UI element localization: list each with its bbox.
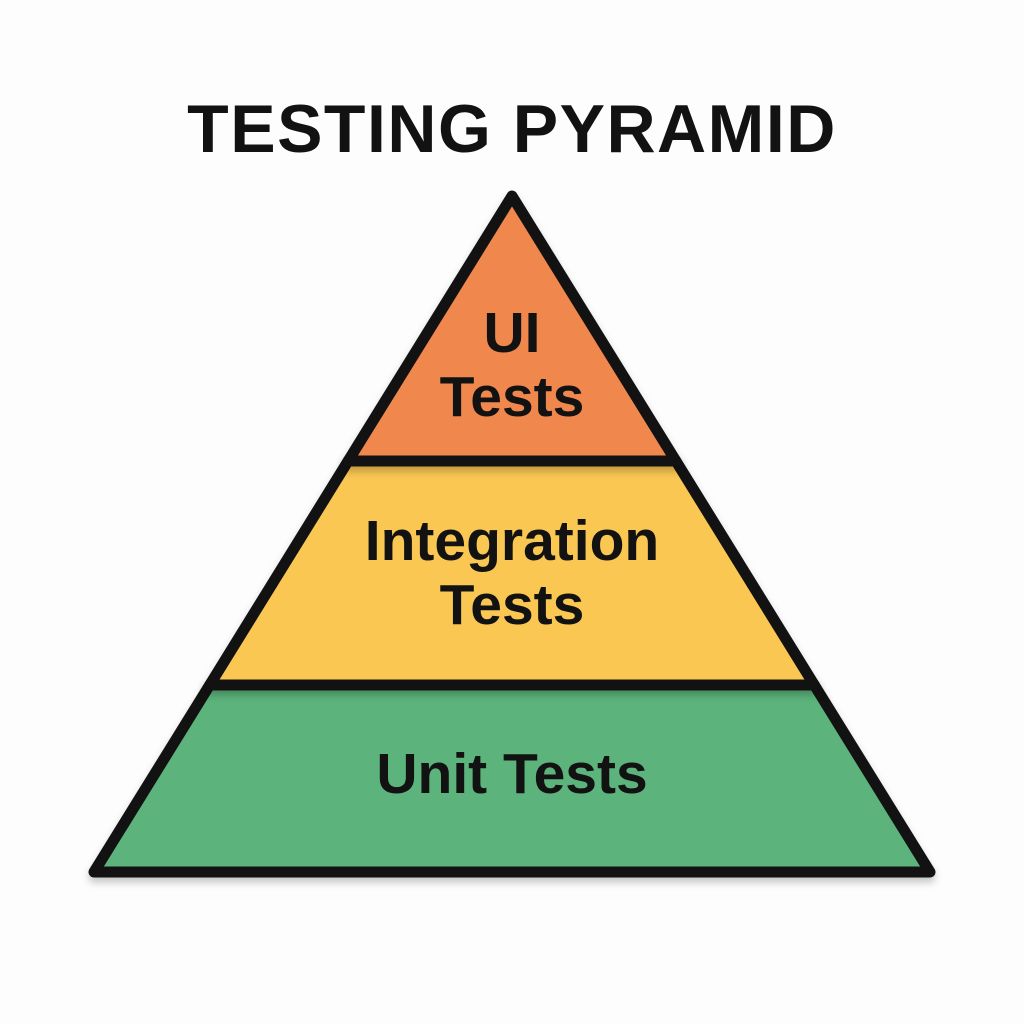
integration-tests-label-line2: Tests: [440, 573, 585, 637]
pyramid-layer-ui-tests: [342, 190, 682, 467]
unit-tests-label: Unit Tests: [376, 742, 647, 806]
diagram-title: TESTING PYRAMID: [187, 91, 837, 167]
ui-tests-label-line1: UI: [484, 301, 541, 365]
ui-tests-label-line2: Tests: [440, 365, 585, 429]
integration-tests-label-line1: Integration: [365, 509, 660, 573]
